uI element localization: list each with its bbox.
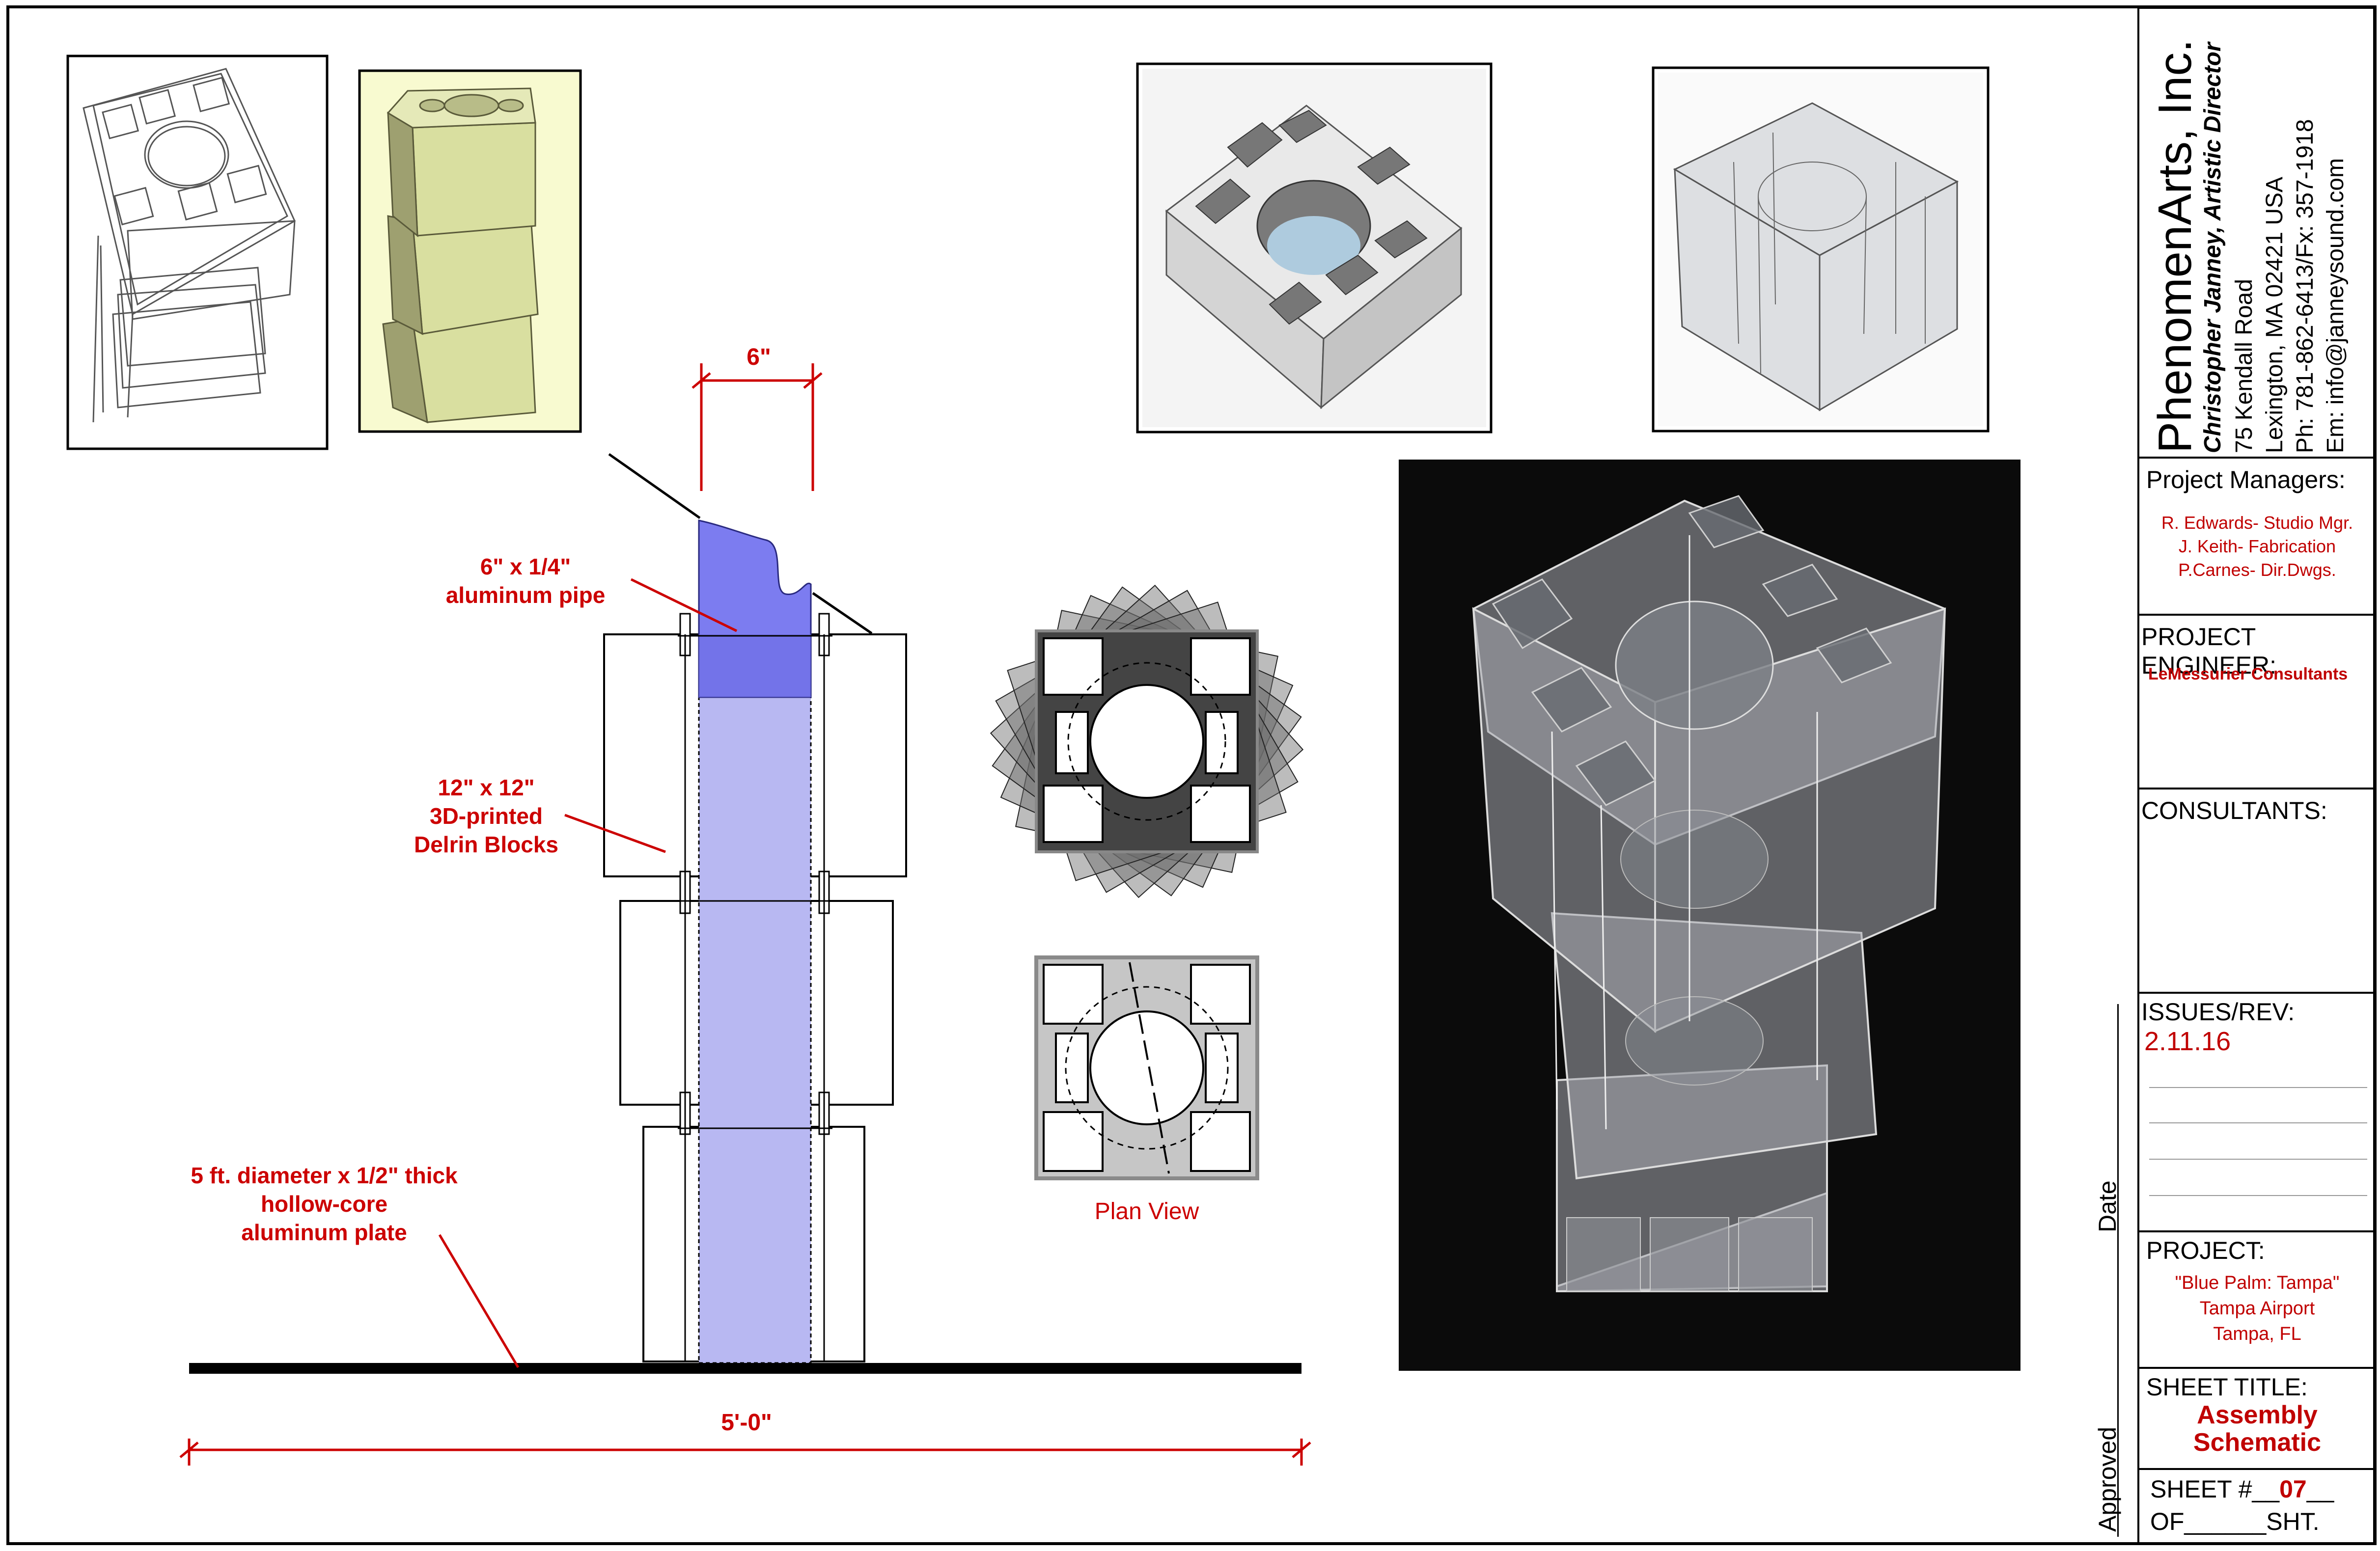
plate-label-line2: hollow-core — [260, 1191, 388, 1217]
sheet-number-prefix: SHEET #__ — [2150, 1475, 2280, 1503]
consultants-box: CONSULTANTS: — [2137, 788, 2375, 994]
sheet-number-suffix: __ — [2306, 1475, 2334, 1503]
issues-rev-heading: ISSUES/REV: — [2141, 998, 2295, 1026]
blocks-label-line2: 3D-printed — [430, 803, 543, 829]
assembly-elevation — [179, 363, 1311, 1466]
artistic-director: Christopher Janney, Artistic Director — [2200, 42, 2226, 453]
project-line-2: Tampa Airport — [2199, 1298, 2315, 1319]
date-label: Date — [2094, 1180, 2121, 1232]
issue-line-3 — [2149, 1159, 2367, 1160]
aluminum-pipe — [698, 633, 812, 1364]
project-manager-3: P.Carnes- Dir.Dwgs. — [2178, 560, 2336, 580]
title-block: PhenomenArts, Inc. Christopher Janney, A… — [2137, 0, 2380, 1551]
address-line1: 75 Kendall Road — [2231, 279, 2257, 453]
module-render-transparent — [1652, 66, 1990, 433]
pipe-label-line1: 6" x 1/4" — [480, 554, 571, 579]
sheet-number: 07 — [2279, 1475, 2307, 1503]
plan-view-label: Plan View — [1094, 1198, 1199, 1224]
project-managers-heading: Project Managers: — [2146, 466, 2346, 493]
dim-bottom-label: 5'-0" — [721, 1410, 772, 1436]
project-manager-1: R. Edwards- Studio Mgr. — [2161, 513, 2353, 533]
plate-label: 5 ft. diameter x 1/2" thick hollow-core … — [147, 1161, 501, 1247]
issue-line-4 — [2149, 1195, 2367, 1196]
issue-line-2 — [2149, 1122, 2367, 1123]
pipe-label-line2: aluminum pipe — [445, 582, 606, 608]
sheet-number-box: SHEET #__07__ OF______SHT. — [2137, 1468, 2375, 1544]
of-sheets: OF______SHT. — [2150, 1508, 2320, 1535]
sheet-title-line2: Schematic — [2193, 1428, 2322, 1457]
blocks-label: 12" x 12" 3D-printed Delrin Blocks — [383, 773, 589, 859]
plan-view-aligned — [1034, 955, 1259, 1180]
date-approved-rule — [2117, 1004, 2119, 1537]
project-manager-2: J. Keith- Fabrication — [2178, 536, 2336, 556]
company-name: PhenomenArts, Inc. — [2149, 39, 2201, 453]
sheet-title-box: SHEET TITLE: Assembly Schematic — [2137, 1367, 2375, 1470]
base-plate — [189, 1363, 1301, 1374]
dim-top-label: 6" — [747, 344, 771, 370]
issues-rev-box: ISSUES/REV: 2.11.16 — [2137, 992, 2375, 1232]
pipe-label: 6" x 1/4" aluminum pipe — [427, 552, 624, 609]
stack-render-dark — [1399, 460, 2020, 1371]
email: Em: info@janneysound.com — [2323, 158, 2349, 453]
project-engineer-box: PROJECT ENGINEER: LeMessurier Consultant… — [2137, 614, 2375, 789]
blocks-label-line3: Delrin Blocks — [414, 832, 558, 857]
sheet-title-line1: Assembly — [2197, 1401, 2318, 1429]
sheet-number-line: SHEET #__07__ — [2150, 1475, 2334, 1503]
company-box: PhenomenArts, Inc. Christopher Janney, A… — [2137, 7, 2375, 459]
project-box: PROJECT: "Blue Palm: Tampa" Tampa Airpor… — [2137, 1230, 2375, 1369]
approved-label: Approved — [2094, 1426, 2121, 1532]
module-render-solid — [1136, 62, 1493, 434]
sheet-border — [6, 5, 2377, 1545]
plate-label-line1: 5 ft. diameter x 1/2" thick — [191, 1163, 458, 1188]
project-line-3: Tampa, FL — [2213, 1324, 2301, 1344]
project-managers-box: Project Managers: R. Edwards- Studio Mgr… — [2137, 457, 2375, 616]
issue-date: 2.11.16 — [2144, 1027, 2231, 1056]
colored-sketch-thumbnail — [358, 69, 582, 433]
plate-label-line3: aluminum plate — [241, 1220, 407, 1245]
project-heading: PROJECT: — [2146, 1237, 2265, 1264]
project-line-1: "Blue Palm: Tampa" — [2175, 1273, 2340, 1293]
project-engineer-name: LeMessurier Consultants — [2148, 665, 2348, 683]
plan-view-rotated — [990, 584, 1304, 898]
blocks-label-line1: 12" x 12" — [438, 775, 535, 800]
issue-line-1 — [2149, 1087, 2367, 1088]
consultants-heading: CONSULTANTS: — [2141, 797, 2327, 824]
project-engineer-heading: PROJECT ENGINEER: — [2141, 623, 2277, 679]
address-line2: Lexington, MA 02421 USA — [2262, 176, 2288, 453]
pencil-sketch-thumbnail — [66, 54, 329, 450]
sheet-title-heading: SHEET TITLE: — [2146, 1373, 2308, 1401]
phone: Ph: 781-862-6413/Fx: 357-1918 — [2292, 119, 2318, 453]
